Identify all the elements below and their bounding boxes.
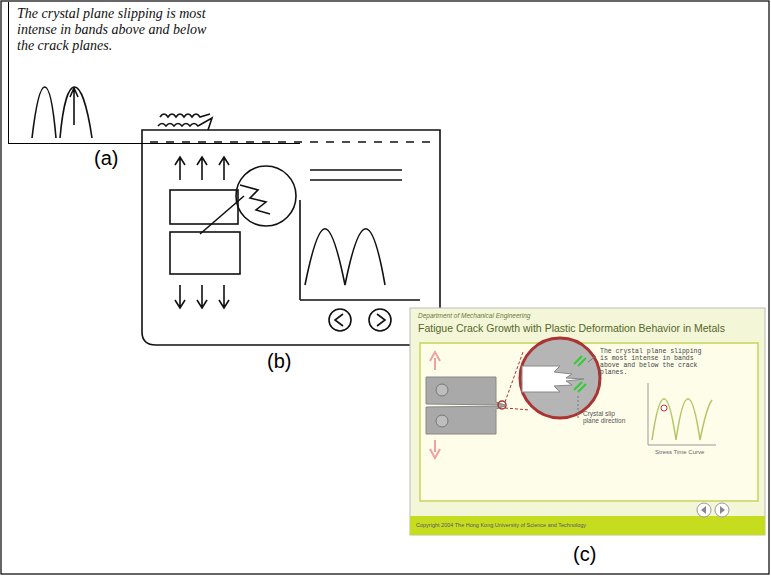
panel-letter: (b) bbox=[267, 350, 307, 373]
callout-text: The crystal plane slipping is most inten… bbox=[600, 348, 712, 376]
screen-title: Fatigue Crack Growth with Plastic Deform… bbox=[418, 322, 758, 334]
screenshot bbox=[410, 308, 765, 535]
note-panel: The crystal plane slipping is most inten… bbox=[8, 2, 300, 144]
copyright-note: Copyright 2004 The Hong Kong University … bbox=[416, 522, 676, 528]
callout-label: Crystal slip plane direction bbox=[583, 410, 629, 424]
department-name: Department of Mechanical Engineering bbox=[418, 312, 748, 319]
axis-caption: Stress Time Curve bbox=[655, 449, 725, 455]
panel-letter: (a) bbox=[94, 147, 134, 170]
storyboard-sketch bbox=[142, 130, 440, 345]
panel-letter: (c) bbox=[573, 543, 613, 566]
handwritten-note: The crystal plane slipping is most inten… bbox=[17, 6, 217, 54]
